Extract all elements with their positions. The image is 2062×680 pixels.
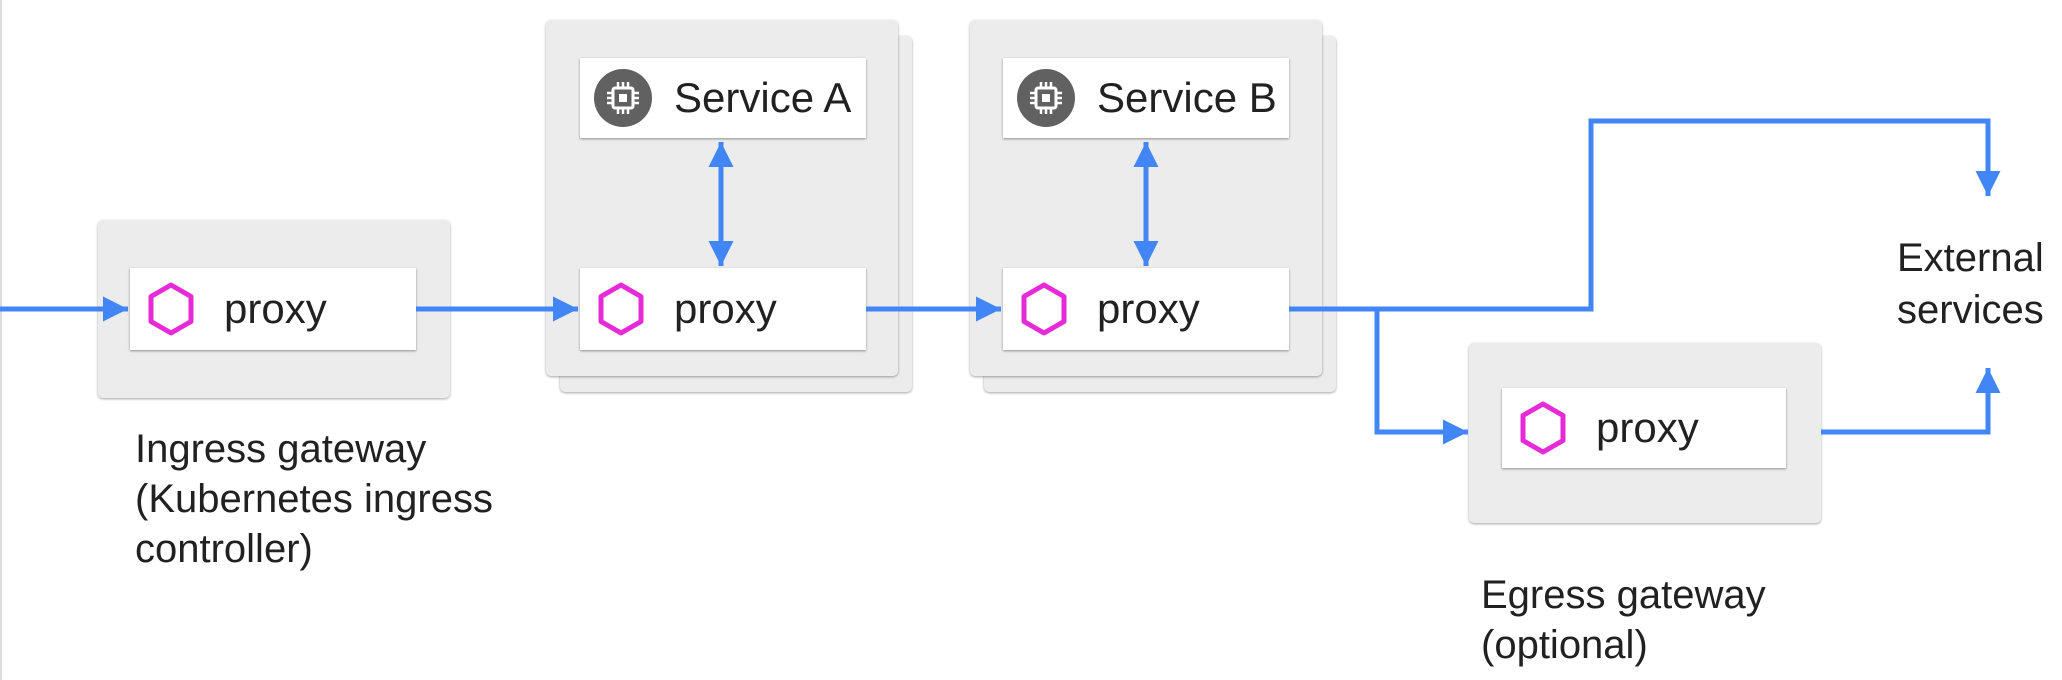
service-a-label: Service A [674, 74, 852, 121]
service-a-card: Service A [580, 58, 866, 138]
ingress-proxy-label: proxy [224, 285, 327, 332]
external-label-line-1: External [1897, 236, 2044, 280]
service-b-card: Service B [1003, 58, 1289, 138]
ingress-caption-line-2: (Kubernetes ingress [135, 477, 493, 521]
service-b-label: Service B [1097, 74, 1277, 121]
pod-a-proxy-label: proxy [674, 285, 777, 332]
arrow-pod-b-to-external [1289, 118, 2001, 312]
hexagon-icon [146, 281, 196, 337]
egress-caption-line-2: (optional) [1481, 623, 1648, 667]
hexagon-icon [1518, 400, 1568, 456]
egress-gateway-caption: Egress gateway (optional) [1481, 570, 1766, 670]
ingress-gateway-caption: Ingress gateway (Kubernetes ingress cont… [135, 424, 493, 574]
egress-proxy-card: proxy [1502, 388, 1786, 468]
chip-icon [594, 69, 652, 127]
ingress-caption-line-3: controller) [135, 527, 313, 571]
hexagon-icon [1019, 281, 1069, 337]
hexagon-icon [596, 281, 646, 337]
external-label-line-2: services [1897, 288, 2044, 332]
egress-proxy-label: proxy [1596, 404, 1699, 451]
pod-a-proxy-card: proxy [580, 268, 866, 350]
left-border [0, 0, 2, 680]
arrow-pod-b-to-egress [1374, 309, 1468, 445]
pod-b-proxy-card: proxy [1003, 268, 1289, 350]
arrow-egress-to-external [1821, 368, 2001, 435]
external-services-label: External services [1897, 232, 2044, 336]
ingress-caption-line-1: Ingress gateway [135, 427, 427, 471]
chip-icon [1017, 69, 1075, 127]
ingress-proxy-card: proxy [130, 268, 416, 350]
egress-caption-line-1: Egress gateway [1481, 573, 1766, 617]
pod-b-proxy-label: proxy [1097, 285, 1200, 332]
